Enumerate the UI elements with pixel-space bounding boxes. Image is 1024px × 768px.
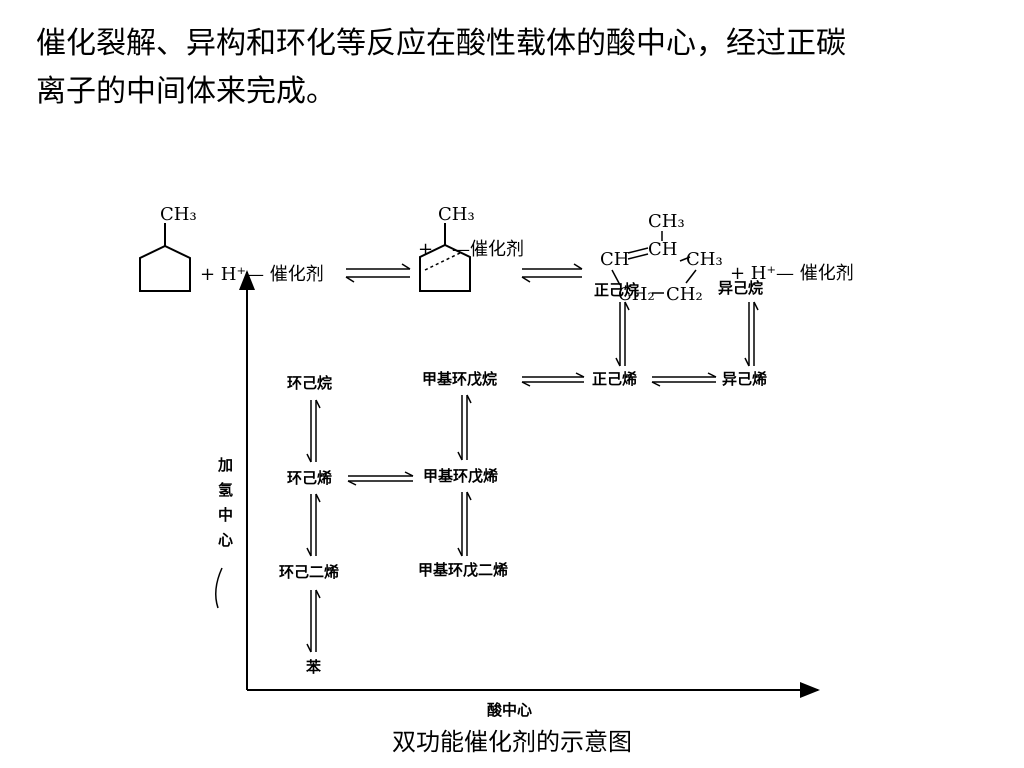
y-axis-bracket bbox=[215, 567, 223, 609]
ch2-label-a: CH₂ bbox=[618, 284, 655, 305]
arrow-cyclohexene-cyclohexadiene bbox=[306, 493, 321, 557]
partial-bond bbox=[424, 252, 461, 271]
double-bond-2 bbox=[627, 253, 649, 260]
intro-paragraph: 催化裂解、异构和环化等反应在酸性载体的酸中心，经过正碳 离子的中间体来完成。 bbox=[36, 20, 996, 116]
intro-line-2: 离子的中间体来完成。 bbox=[36, 74, 336, 109]
svg-text:中: 中 bbox=[218, 506, 233, 524]
equilibrium-arrow-1 bbox=[345, 263, 411, 283]
ch2-bond-left bbox=[611, 269, 621, 286]
node-iso-hexane: 异己烷 bbox=[718, 279, 763, 297]
cyclopentane-ring bbox=[139, 244, 191, 292]
node-benzene: 苯 bbox=[305, 658, 322, 676]
ch2-bond-right bbox=[685, 269, 697, 284]
arrow-cyclohexene-mcpe bbox=[347, 471, 414, 486]
node-methyl-cyclopentadiene: 甲基环戊二烯 bbox=[418, 561, 508, 579]
arrow-mcp-mcpe bbox=[457, 394, 472, 461]
proton-catalyst-label: + H⁺— 催化剂 bbox=[200, 264, 324, 285]
equilibrium-arrow-2 bbox=[521, 263, 583, 283]
branch-bond bbox=[679, 256, 691, 262]
bifunctional-diagram: 加 氢 中 心 酸中心 正己烷 异己烷 甲基环戊烷 正己烯 异己烯 环己烷 环己… bbox=[215, 270, 820, 719]
reaction-equation: CH₃ + H⁺— 催化剂 CH₃ + —催化剂 CH₃ CH CH CH₃ C… bbox=[139, 204, 854, 305]
node-cyclohexene: 环己烯 bbox=[287, 469, 332, 487]
node-n-hexene: 正己烯 bbox=[592, 370, 637, 388]
ch-right-label: CH bbox=[648, 239, 677, 260]
node-iso-hexene: 异己烯 bbox=[722, 370, 767, 388]
ch3-label-b: CH₃ bbox=[438, 204, 475, 225]
node-methyl-cyclopentane: 甲基环戊烷 bbox=[422, 370, 497, 388]
catalyst-label-b: —催化剂 bbox=[452, 239, 524, 260]
ch-left-label: CH bbox=[600, 249, 629, 270]
svg-text:心: 心 bbox=[218, 531, 233, 549]
double-bond-1 bbox=[627, 247, 649, 254]
proton-catalyst-label-end: + H⁺— 催化剂 bbox=[730, 263, 854, 284]
ch2-label-b: CH₂ bbox=[666, 284, 703, 305]
arrow-mcpe-mcpd bbox=[457, 491, 472, 557]
node-methyl-cyclopentene: 甲基环戊烯 bbox=[423, 467, 498, 485]
arrow-n-hexane-n-hexene bbox=[615, 301, 630, 367]
arrow-n-hexene-iso-hexene bbox=[651, 372, 717, 387]
x-axis-label: 酸中心 bbox=[487, 701, 532, 719]
intro-line-1: 催化裂解、异构和环化等反应在酸性载体的酸中心，经过正碳 bbox=[36, 26, 846, 61]
y-axis-label: 加 氢 中 心 bbox=[217, 456, 233, 549]
arrow-cyclohexadiene-benzene bbox=[306, 589, 321, 653]
ch3-label-a: CH₃ bbox=[160, 204, 197, 225]
svg-text:氢: 氢 bbox=[218, 481, 233, 499]
arrow-cyclohexane-cyclohexene bbox=[306, 399, 321, 463]
node-n-hexane: 正己烷 bbox=[594, 281, 639, 299]
carbocation-ring bbox=[419, 243, 471, 292]
plus-charge: + bbox=[418, 239, 433, 260]
diagram-caption: 双功能催化剂的示意图 bbox=[392, 728, 632, 756]
arrow-mcp-n-hexene bbox=[521, 372, 585, 387]
arrow-iso-hexane-iso-hexene bbox=[744, 301, 759, 367]
node-cyclohexadiene: 环己二烯 bbox=[279, 563, 339, 581]
ch3-label-d: CH₃ bbox=[686, 249, 723, 270]
node-cyclohexane: 环己烷 bbox=[287, 374, 332, 392]
ch3-label-c: CH₃ bbox=[648, 211, 685, 232]
svg-text:加: 加 bbox=[217, 456, 233, 474]
